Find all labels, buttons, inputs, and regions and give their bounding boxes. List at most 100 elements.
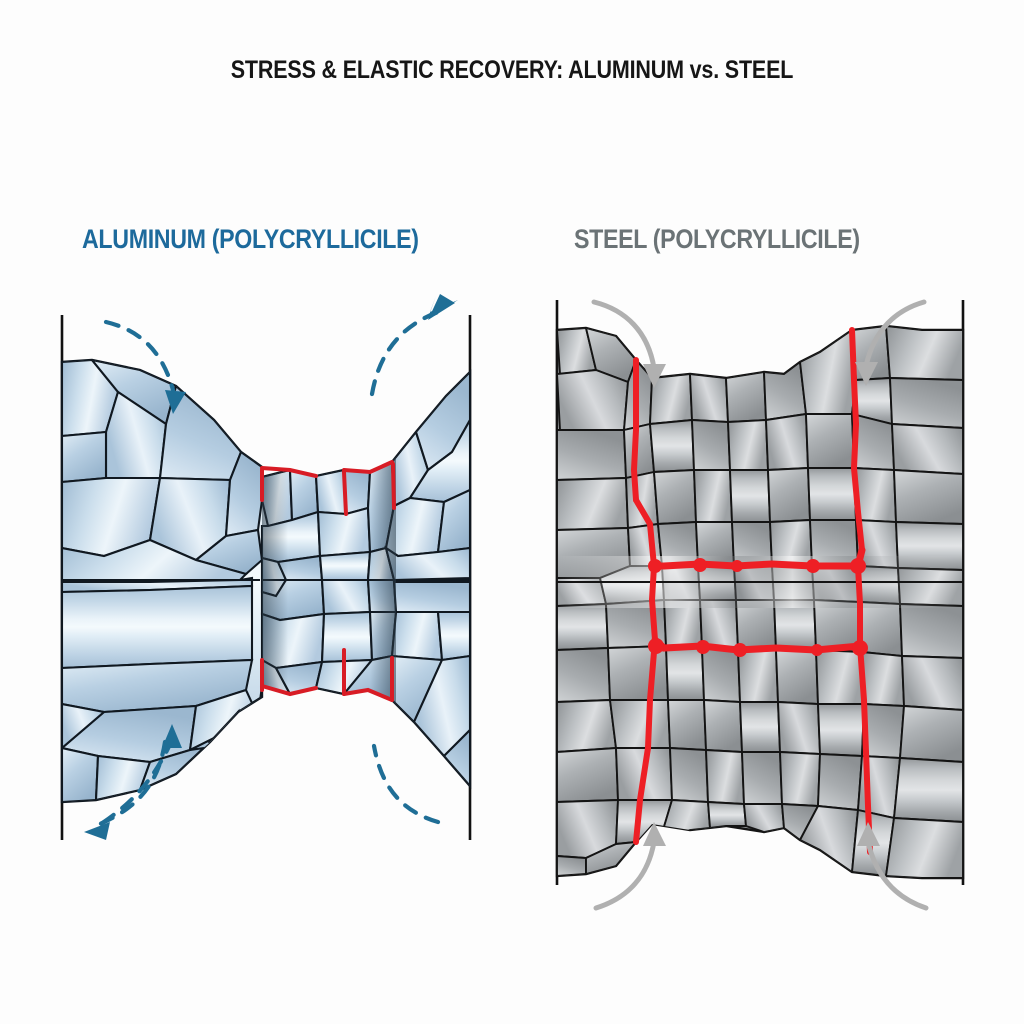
- crack-node: [648, 638, 664, 654]
- grain-cell: [585, 840, 639, 876]
- grain-cell: [889, 377, 963, 430]
- grain-cell: [727, 419, 769, 471]
- grain-cell: [557, 603, 609, 651]
- crack-segment: [645, 637, 658, 751]
- steel-arrow-heads: [643, 362, 880, 846]
- grain-cell: [703, 698, 743, 754]
- grain-cell: [817, 753, 864, 812]
- arrow-head-top-right-tip: [428, 296, 458, 318]
- arrow-bottom-left-path: [593, 839, 657, 911]
- grain-cell: [693, 469, 733, 523]
- grain-cell: [763, 360, 808, 422]
- crack-segment: [851, 465, 865, 553]
- aluminum-grain-cells: [62, 360, 470, 802]
- grain-cell: [615, 799, 674, 846]
- crack-node: [806, 559, 820, 573]
- arrow-head-top-left: [643, 364, 666, 388]
- grain-cell: [893, 468, 963, 525]
- aluminum-arrow-extra: [95, 737, 175, 829]
- crack-node: [733, 643, 747, 657]
- grain-cell: [901, 655, 963, 712]
- grain-cell: [648, 418, 695, 473]
- steel-load-arrows: [591, 299, 929, 911]
- crack-node: [648, 559, 662, 573]
- crack-node: [693, 558, 707, 572]
- crack-segment: [633, 497, 657, 569]
- arrow-head-bottom-left: [643, 822, 666, 846]
- arrow-top-left-path: [103, 319, 177, 397]
- crack-segment: [648, 563, 658, 643]
- grain-cell: [62, 702, 107, 751]
- arrow-head-bottom-right: [84, 822, 110, 840]
- grain-cell: [898, 704, 963, 764]
- grain-cell: [436, 610, 470, 662]
- grain-cell: [138, 741, 211, 792]
- grain-cell: [798, 804, 860, 874]
- crack-segment: [633, 745, 651, 845]
- grain-cell: [815, 649, 865, 705]
- grain-cell: [442, 727, 470, 789]
- aluminum-grain-structure: [60, 358, 472, 804]
- grain-cell: [861, 650, 905, 708]
- crack-segment: [342, 460, 394, 475]
- grain-cell: [625, 470, 660, 530]
- grain-cell: [798, 328, 857, 415]
- grain-cell: [667, 699, 707, 752]
- grain-cell: [739, 701, 781, 753]
- grain-cell: [557, 369, 630, 431]
- grain-cell: [557, 429, 627, 481]
- arrow-head-top-right: [855, 362, 878, 386]
- grain-cell: [805, 413, 855, 469]
- arrow-bottom-right-path: [865, 839, 929, 911]
- grain-cell: [884, 817, 963, 878]
- grain-cell: [741, 751, 783, 805]
- crack-node: [811, 644, 823, 656]
- steel-grain-structure: [555, 324, 965, 880]
- crack-segment: [391, 462, 396, 510]
- grain-cell: [557, 477, 629, 531]
- grain-cell: [807, 467, 857, 521]
- grain-cell: [193, 528, 264, 576]
- grain-cell: [557, 699, 618, 754]
- neck-shadow-left: [262, 455, 288, 705]
- grain-cell: [557, 746, 619, 803]
- crack-node: [852, 640, 868, 656]
- grain-cell: [884, 326, 963, 381]
- arrow-bottom-right-path: [371, 743, 441, 825]
- crack-segment: [260, 684, 318, 697]
- grain-cell: [725, 370, 767, 423]
- grain-cell: [899, 603, 963, 659]
- crack-segment: [630, 357, 639, 503]
- arrow-top-right-path: [863, 299, 927, 369]
- aluminum-crack-network: [260, 460, 396, 702]
- panel-label-steel: STEEL (POLYCRYLLICILE): [574, 224, 860, 254]
- grain-cell: [891, 422, 963, 476]
- crack-node: [850, 558, 866, 574]
- crack-segment: [849, 327, 860, 471]
- grain-cell: [691, 418, 731, 471]
- grain-cell: [729, 469, 771, 523]
- grain-cell: [767, 467, 811, 523]
- arrow-bottom-left-extension: [95, 737, 175, 829]
- grain-cell: [608, 699, 671, 749]
- crack-segment: [342, 470, 348, 516]
- grain-cell: [623, 422, 656, 480]
- arrow-head-top-left: [165, 390, 186, 414]
- crack-segment: [855, 563, 863, 649]
- arrow-top-right-path: [369, 309, 441, 397]
- crack-segment: [857, 643, 869, 755]
- grain-cell: [705, 748, 745, 806]
- grain-cell: [557, 647, 611, 703]
- grain-cell: [689, 372, 729, 424]
- page-title: STRESS & ELASTIC RECOVERY: ALUMINUM vs. …: [230, 56, 794, 84]
- crack-segment: [342, 687, 394, 702]
- grain-cell: [775, 649, 819, 706]
- grain-cell: [817, 703, 865, 757]
- arrow-head-bottom-left: [162, 724, 182, 748]
- crack-node: [696, 640, 710, 654]
- steel-grain-cells: [557, 326, 963, 878]
- grain-cell: [607, 645, 669, 701]
- crack-node: [731, 560, 743, 572]
